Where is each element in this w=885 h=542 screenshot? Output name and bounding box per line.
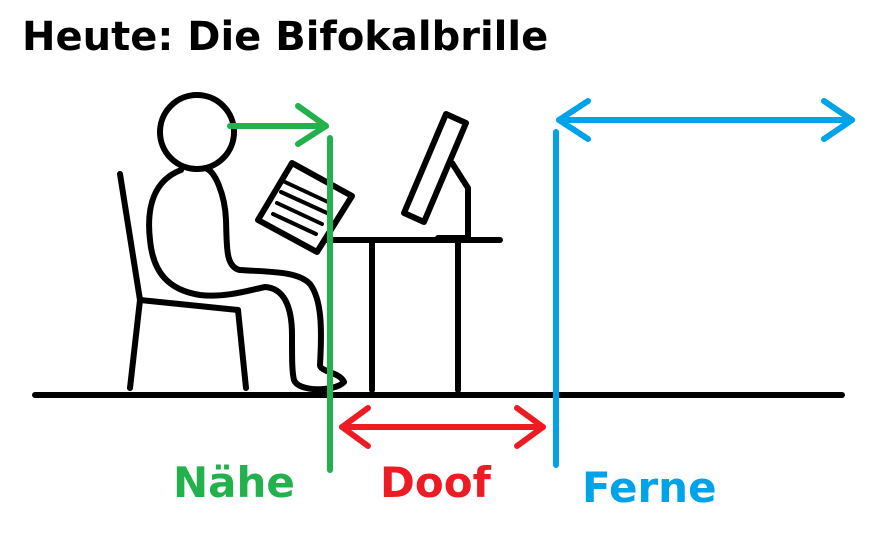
far-zone xyxy=(553,98,855,468)
monitor-icon xyxy=(401,111,471,241)
near-zone xyxy=(227,103,333,473)
chair-icon xyxy=(117,171,249,391)
middle-label: Doof xyxy=(380,458,492,507)
middle-zone xyxy=(339,405,546,449)
desk-icon xyxy=(322,237,503,393)
body-shape xyxy=(146,165,347,393)
far-arrow-left-head-icon xyxy=(556,98,591,142)
far-label: Ferne xyxy=(582,463,717,512)
middle-arrow-right-head-icon xyxy=(514,405,546,449)
book-icon xyxy=(255,160,355,255)
far-arrow-right-head-icon xyxy=(821,98,855,142)
seated-person-icon xyxy=(146,92,347,393)
near-label: Nähe xyxy=(173,458,295,507)
diagram-title: Heute: Die Bifokalbrille xyxy=(22,14,548,60)
middle-arrow-left-head-icon xyxy=(339,405,371,449)
near-arrow-head-icon xyxy=(295,103,329,147)
head-shape xyxy=(157,92,237,172)
